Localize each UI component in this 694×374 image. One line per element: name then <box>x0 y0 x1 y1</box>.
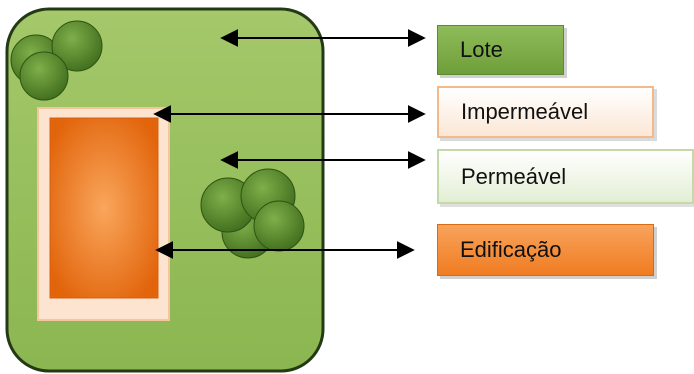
legend-permeavel: Permeável <box>437 149 694 204</box>
legend-permeavel-label: Permeável <box>461 163 567 189</box>
legend-edificacao: Edificação <box>437 224 654 276</box>
tree-cluster-top <box>10 20 103 101</box>
legend-impermeavel: Impermeável <box>437 86 654 138</box>
legend-lote: Lote <box>437 25 564 75</box>
building <box>49 117 159 299</box>
legend-edificacao-label: Edificação <box>460 237 562 262</box>
legend-lote-label: Lote <box>460 37 503 62</box>
legend-impermeavel-label: Impermeável <box>461 99 589 124</box>
